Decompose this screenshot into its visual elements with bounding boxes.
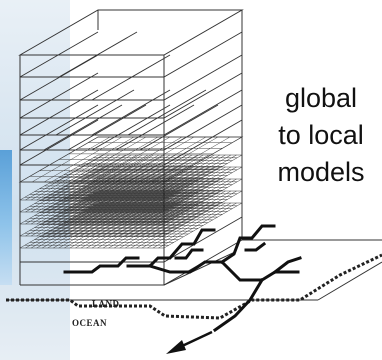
ground-right-edge	[317, 261, 382, 301]
coarse-layers	[19, 31, 243, 166]
lower-layers	[20, 216, 243, 286]
layer-6-split-e	[139, 104, 219, 151]
river-network	[63, 224, 302, 333]
layer-6-split-d	[115, 104, 195, 151]
river-branch-4	[219, 224, 276, 265]
layer-1-back	[19, 31, 99, 78]
layer-5-split-c	[127, 89, 207, 136]
layer-6-split-c	[91, 104, 171, 151]
coastline-path	[6, 253, 382, 320]
river-branch-5	[244, 241, 267, 252]
fine-grid-3-outline	[19, 178, 243, 225]
river-branch-6	[272, 256, 302, 275]
river-branch-3	[174, 248, 204, 260]
coastline	[6, 253, 382, 320]
arrow-down-left-icon	[166, 330, 213, 354]
layer-4-back	[19, 89, 99, 136]
land-label: LAND	[92, 299, 120, 309]
ground-mid-edge	[163, 251, 236, 286]
layer-5-split-a	[55, 89, 135, 136]
layer-5-split-b	[91, 89, 171, 136]
layer-2	[20, 54, 243, 101]
river-branch-2	[126, 228, 216, 268]
fine-grid-5-outline	[19, 202, 243, 249]
layer-3	[20, 72, 243, 119]
lower-layer-1	[20, 216, 243, 263]
layer-3-back	[19, 72, 99, 119]
layer-3-split	[91, 54, 171, 101]
layer-5-back	[19, 104, 99, 151]
caption-line-3: models	[277, 157, 365, 187]
caption-line-2: to local	[278, 120, 364, 150]
caption-line-1: global	[284, 83, 358, 113]
layer-4	[20, 89, 243, 136]
layer-6-split-b	[67, 104, 147, 151]
river-outflow	[212, 277, 265, 333]
river-main	[148, 260, 300, 282]
layer-6-split-a	[43, 104, 123, 151]
layer-2-split	[58, 31, 138, 78]
caption: global to local models	[262, 80, 380, 191]
layer-6-back	[19, 119, 99, 166]
fine-grid-4-outline	[19, 190, 243, 237]
fine-grid-layers	[19, 154, 243, 249]
background-sky-panel	[0, 150, 12, 285]
grid-top-face	[18, 9, 244, 56]
ocean-label: OCEAN	[72, 318, 107, 328]
layer-1	[20, 31, 243, 78]
river-branch-1	[63, 256, 140, 274]
